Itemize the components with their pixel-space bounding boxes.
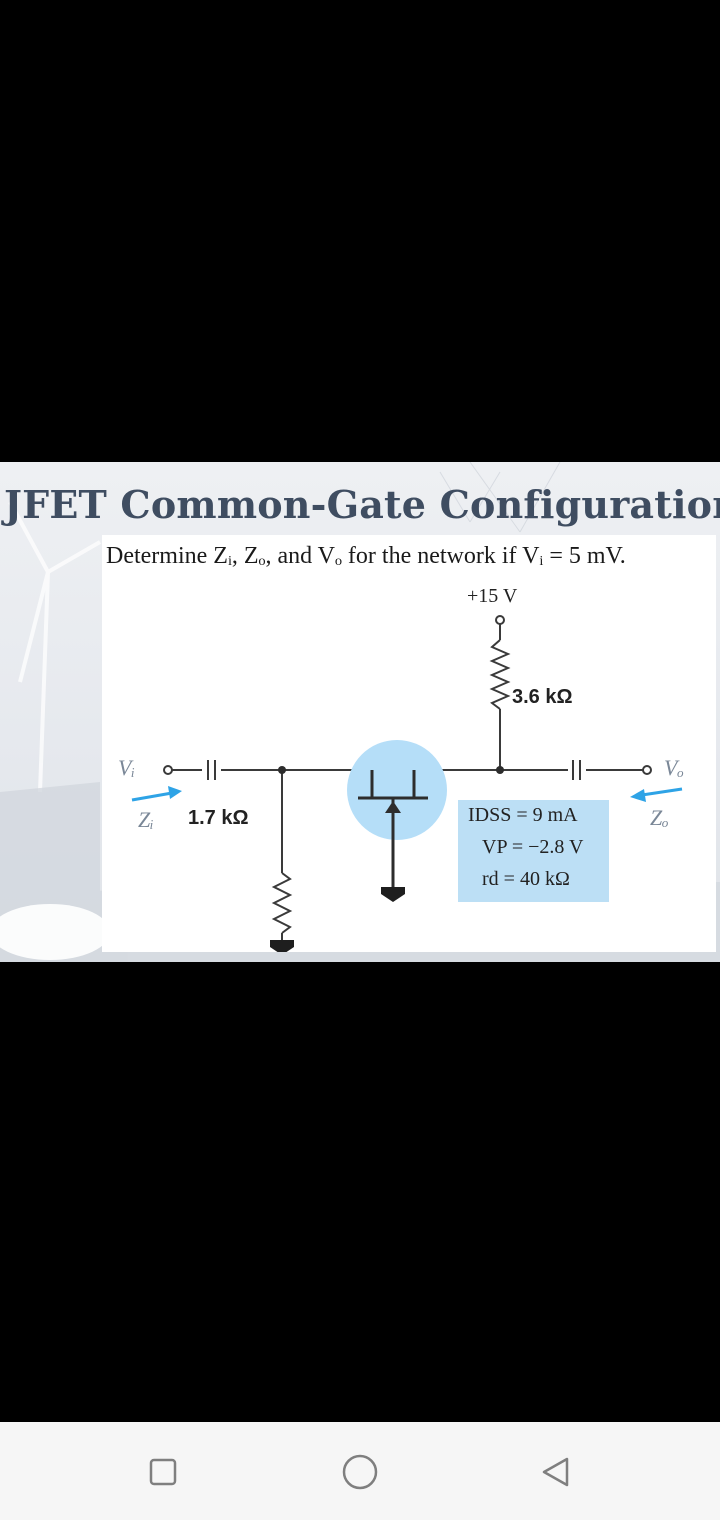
image-viewer: JFET Common-Gate Configuration [0,462,720,962]
back-icon [542,1457,569,1487]
output-impedance-label: Zₒ [650,805,669,830]
supply-voltage-label: +15 V [467,585,518,607]
circuit-figure: Determine Zᵢ, Zₒ, and Vₒ for the network… [102,535,716,952]
home-button[interactable] [340,1452,380,1492]
lecture-slide: JFET Common-Gate Configuration [0,462,720,962]
recent-apps-icon [149,1458,177,1486]
slide-title: JFET Common-Gate Configuration [4,482,720,527]
idss-param: IDSS = 9 mA [468,804,578,826]
back-button[interactable] [536,1452,576,1492]
drain-resistor-label: 3.6 kΩ [512,686,573,708]
jfet-parameters-box: IDSS = 9 mA VP = −2.8 V rd = 40 kΩ [458,800,609,902]
source-resistor-label: 1.7 kΩ [188,807,249,829]
home-icon [342,1454,378,1490]
common-gate-circuit-diagram [131,615,683,952]
output-voltage-label: Vₒ [664,755,684,780]
recent-apps-button[interactable] [143,1452,183,1492]
problem-statement: Determine Zᵢ, Zₒ, and Vₒ for the network… [106,543,626,569]
input-impedance-label: Zᵢ [138,807,154,832]
system-navigation-bar [0,1422,720,1520]
input-voltage-label: Vᵢ [118,755,135,780]
rd-param: rd = 40 kΩ [482,868,570,890]
vp-param: VP = −2.8 V [482,836,584,858]
jfet-highlight [347,740,447,840]
